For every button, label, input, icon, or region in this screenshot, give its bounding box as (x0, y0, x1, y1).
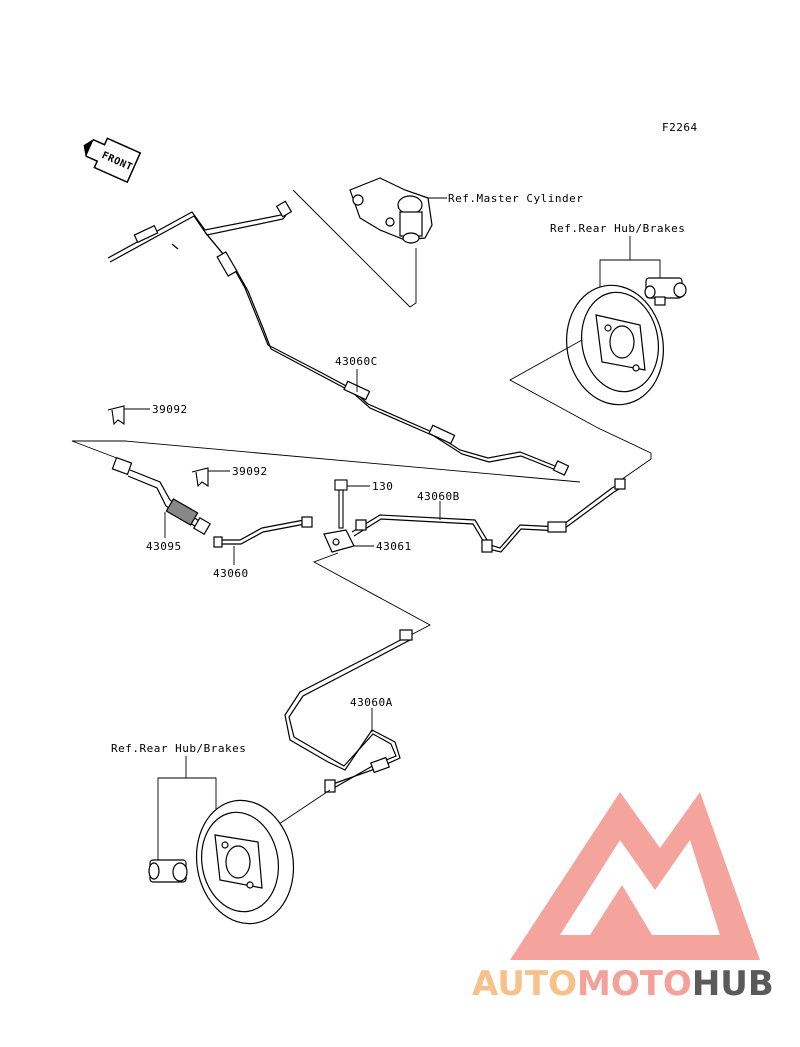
leader-line (292, 189, 417, 308)
part-label-39092-lower: 39092 (232, 465, 268, 478)
brake-pipe-43060a (284, 629, 413, 793)
watermark-logo-icon (510, 792, 760, 960)
figure-code: F2264 (662, 121, 698, 134)
part-label-43061: 43061 (376, 540, 412, 553)
part-label-43060b: 43060B (417, 490, 460, 503)
watermark-part-auto: AUTO (472, 964, 577, 1004)
part-label-39092-upper: 39092 (152, 403, 188, 416)
brake-hose-43095-icon (111, 456, 212, 536)
rear-brake-drum-bottom-icon (195, 799, 295, 925)
leader-bracket (157, 777, 217, 860)
brake-pipe-43060b (351, 478, 626, 553)
wheel-cylinder-bottom-icon (148, 859, 188, 883)
rear-hub-brakes-ref-label-bottom: Ref.Rear Hub/Brakes (111, 742, 246, 755)
master-cylinder-icon (349, 177, 433, 244)
part-label-43060a: 43060A (350, 696, 393, 709)
brake-pipe-43060c (107, 200, 570, 476)
part-label-43060c: 43060C (335, 355, 378, 368)
brake-pipe-43060 (213, 516, 313, 548)
watermark-text: AUTOMOTOHUB (472, 964, 774, 1004)
rear-hub-brakes-ref-label-top: Ref.Rear Hub/Brakes (550, 222, 685, 235)
clip-39092-upper-icon (107, 405, 125, 426)
watermark-part-moto: MOTO (577, 964, 692, 1004)
part-label-43060: 43060 (213, 567, 249, 580)
joint-43061-icon (323, 529, 355, 553)
part-label-130: 130 (372, 480, 393, 493)
front-arrow-icon: FRONT (83, 137, 142, 184)
clip-39092-lower-icon (191, 467, 209, 488)
wheel-cylinder-top-icon (644, 277, 687, 306)
master-cylinder-ref-label: Ref.Master Cylinder (448, 192, 583, 205)
svg-text:AUTOMOTOHUB: AUTOMOTOHUB (472, 964, 774, 1004)
part-label-43095: 43095 (146, 540, 182, 553)
leader-lines (71, 339, 652, 483)
leader-line (312, 552, 431, 639)
rear-brake-drum-top-icon (565, 284, 665, 406)
watermark-part-hub: HUB (692, 964, 774, 1004)
bolt-130-icon (334, 479, 348, 529)
